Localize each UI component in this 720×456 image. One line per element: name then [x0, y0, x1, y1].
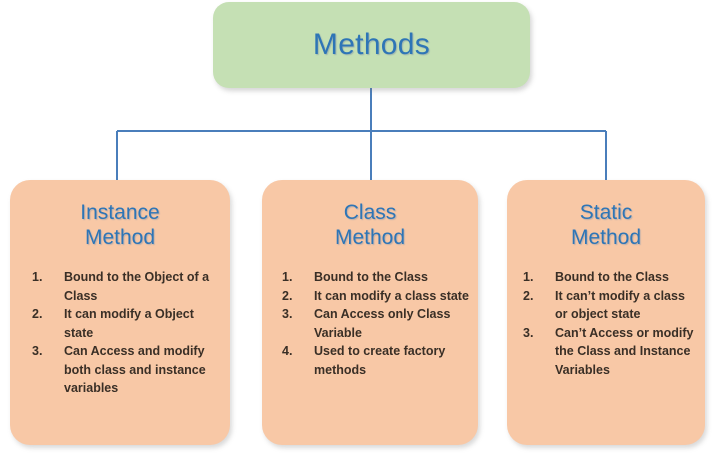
child-node-title-line-1: Static [579, 201, 633, 224]
child-node-title-line-2: Method [570, 226, 642, 249]
list-item: Bound to the Class [523, 268, 669, 286]
root-node-methods: Methods [213, 2, 530, 88]
child-node-list: Bound to the Object of a Class It can mo… [16, 268, 224, 398]
list-item: Bound to the Object of a Class [32, 268, 210, 303]
child-node-title: Static Method [513, 200, 699, 250]
list-item: It can modify a class state [282, 287, 469, 305]
child-node-title: Class Method [268, 200, 472, 250]
list-item: Can’t Access or modify the Class and Ins… [523, 324, 694, 377]
child-node-instance-method: Instance Method Bound to the Object of a… [10, 180, 230, 445]
child-node-list: Bound to the Class It can’t modify a cla… [513, 268, 699, 379]
list-item: It can’t modify a class or object state [523, 287, 685, 322]
child-node-static-method: Static Method Bound to the Class It can’… [507, 180, 705, 445]
list-item: It can modify a Object state [32, 305, 194, 340]
child-node-title-line-2: Method [334, 226, 406, 249]
child-node-title-line-1: Instance [80, 201, 160, 224]
child-node-title-line-2: Method [84, 226, 156, 249]
list-item: Used to create factory methods [282, 342, 446, 377]
child-node-title-line-1: Class [343, 201, 397, 224]
root-node-label: Methods [312, 28, 431, 61]
child-node-list: Bound to the Class It can modify a class… [268, 268, 472, 379]
child-node-title: Instance Method [16, 200, 224, 250]
list-item: Bound to the Class [282, 268, 428, 286]
child-node-class-method: Class Method Bound to the Class It can m… [262, 180, 478, 445]
list-item: Can Access only Class Variable [282, 305, 451, 340]
list-item: Can Access and modify both class and ins… [32, 342, 206, 395]
